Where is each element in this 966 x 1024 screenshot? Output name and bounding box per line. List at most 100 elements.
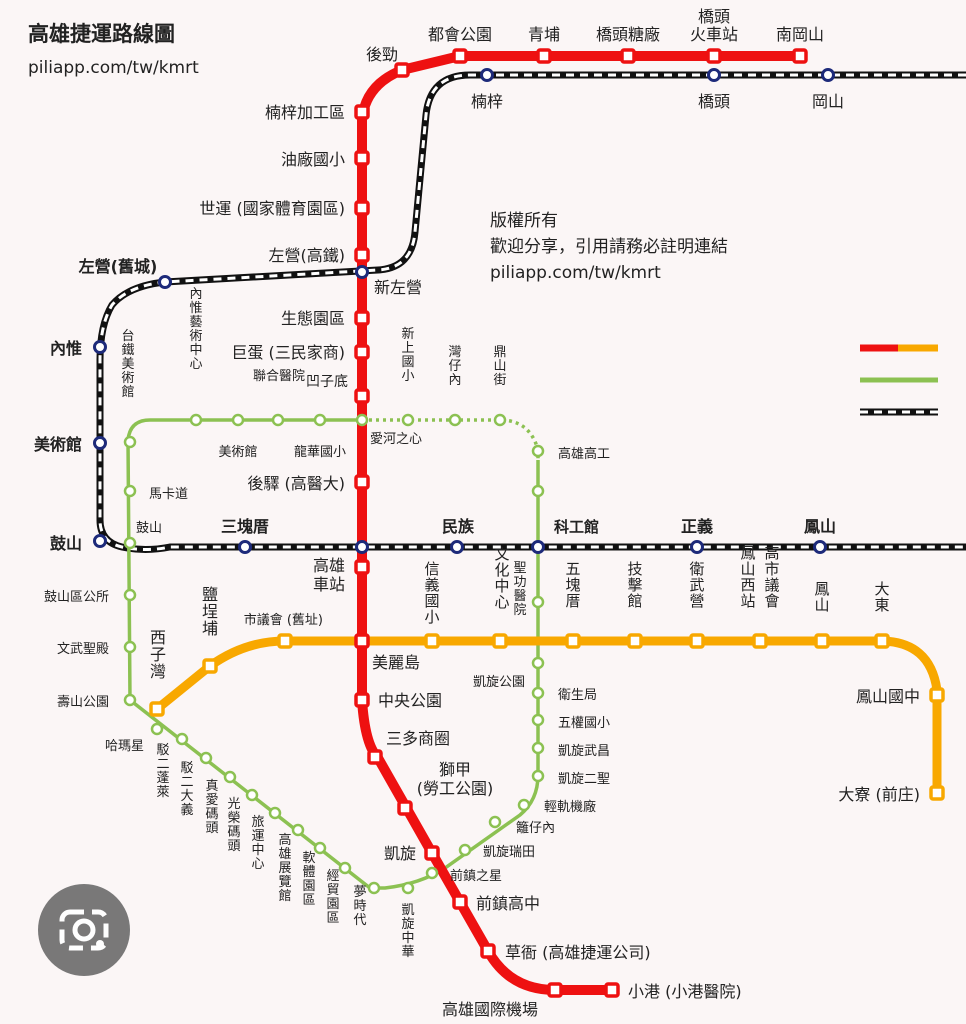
red-line-station[interactable] [452,48,468,64]
red-line-station[interactable] [547,982,563,998]
station-label-o-fongshan-jhs: 鳳山國中 [856,687,920,706]
light-rail-station[interactable] [123,536,137,550]
station-label-l-ersheng: 凱旋二聖 [558,772,610,787]
red-line-station[interactable] [367,749,383,765]
light-rail-station[interactable] [245,788,259,802]
light-rail-station[interactable] [175,732,189,746]
railway-station[interactable] [93,340,107,354]
railway-station[interactable] [93,436,107,450]
red-line-station[interactable] [397,800,413,816]
legend [860,344,938,416]
railway-station[interactable] [355,540,369,554]
station-label-l-wuchang: 凱旋武昌 [558,744,610,759]
light-rail-station[interactable] [488,815,502,829]
light-rail-station[interactable] [401,881,415,895]
red-line-station[interactable] [354,633,370,649]
orange-line-station[interactable] [874,633,890,649]
red-line-station[interactable] [354,559,370,575]
orange-line-station[interactable] [565,633,581,649]
station-label-o-martial: 技擊館 [627,560,642,610]
orange-line-station[interactable] [277,633,293,649]
light-rail-station[interactable] [199,751,213,765]
light-rail-station[interactable] [338,861,352,875]
railway-station[interactable] [355,265,369,279]
red-line-station[interactable] [354,200,370,216]
orange-line-station[interactable] [752,633,768,649]
light-rail-station[interactable] [531,444,545,458]
red-line-station[interactable] [792,48,808,64]
orange-line-station[interactable] [814,633,830,649]
notice-url[interactable]: piliapp.com/tw/kmrt [490,263,661,283]
red-line-station[interactable] [354,310,370,326]
light-rail-station[interactable] [231,413,245,427]
orange-line-station[interactable] [492,633,508,649]
orange-line-station[interactable] [929,785,945,801]
red-line-station[interactable] [452,894,468,910]
orange-line-station[interactable] [929,687,945,703]
railway-station[interactable] [531,540,545,554]
orange-line-station[interactable] [689,633,705,649]
orange-line-station[interactable] [202,658,218,674]
railway-station[interactable] [238,540,252,554]
light-rail-station[interactable] [291,823,305,837]
orange-line-station[interactable] [424,633,440,649]
light-rail-station[interactable] [448,413,462,427]
light-rail-station[interactable] [123,435,137,449]
red-line-station[interactable] [424,845,440,861]
red-line-track [357,51,800,995]
lens-button[interactable] [38,884,130,976]
railway-station[interactable] [821,68,835,82]
light-rail-station[interactable] [189,413,203,427]
light-rail-station[interactable] [493,413,507,427]
railway-station[interactable] [480,68,494,82]
orange-line-station[interactable] [149,701,165,717]
station-label-l-kaixuan-park: 凱旋公園 [473,675,525,690]
red-line-station[interactable] [354,474,370,490]
light-rail-station[interactable] [531,741,545,755]
red-line-station[interactable] [354,150,370,166]
light-rail-station[interactable] [531,769,545,783]
light-rail-station[interactable] [150,722,164,736]
red-line-station[interactable] [604,982,620,998]
light-rail-station[interactable] [531,713,545,727]
light-rail-station[interactable] [517,798,531,812]
light-rail-station[interactable] [268,806,282,820]
red-line-station[interactable] [354,692,370,708]
light-rail-station[interactable] [355,413,369,427]
red-line-stations [354,48,808,998]
light-rail-station[interactable] [123,640,137,654]
light-rail-station[interactable] [123,484,137,498]
light-rail-station[interactable] [458,843,472,857]
red-line-station[interactable] [354,388,370,404]
red-line-station[interactable] [354,344,370,360]
red-line-station[interactable] [480,943,496,959]
light-rail-station[interactable] [123,588,137,602]
source-url[interactable]: piliapp.com/tw/kmrt [28,58,199,78]
red-line-station[interactable] [354,104,370,120]
light-rail-station[interactable] [531,656,545,670]
light-rail-station[interactable] [271,413,285,427]
light-rail-station[interactable] [531,484,545,498]
light-rail-station[interactable] [531,595,545,609]
railway-station[interactable] [707,68,721,82]
railway-station[interactable] [813,540,827,554]
red-line-station[interactable] [536,48,552,64]
light-rail-station[interactable] [367,881,381,895]
light-rail-station[interactable] [531,686,545,700]
red-line-station[interactable] [620,48,636,64]
light-rail-station[interactable] [223,770,237,784]
red-line-station[interactable] [394,62,410,78]
light-rail-station[interactable] [401,413,415,427]
red-line-station[interactable] [354,247,370,263]
station-label-r-houjing: 後勁 [366,45,398,64]
railway-station[interactable] [690,540,704,554]
light-rail-station[interactable] [123,693,137,707]
railway-station[interactable] [158,275,172,289]
red-line-station[interactable] [706,48,722,64]
light-rail-station[interactable] [425,866,439,880]
orange-line-station[interactable] [627,633,643,649]
railway-station[interactable] [93,534,107,548]
light-rail-station[interactable] [313,413,327,427]
railway-station[interactable] [450,540,464,554]
light-rail-station[interactable] [313,841,327,855]
